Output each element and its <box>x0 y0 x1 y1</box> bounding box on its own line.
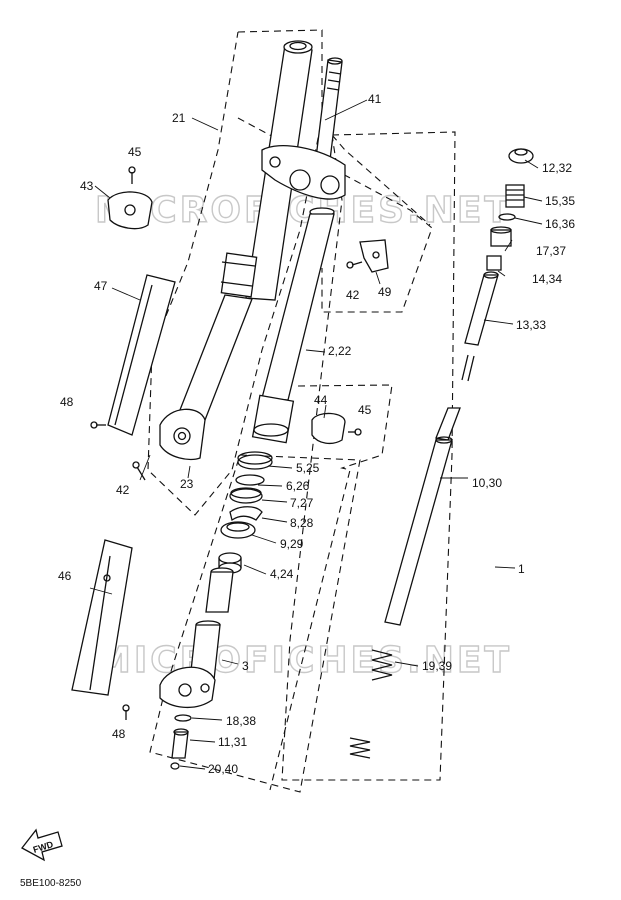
label-20: 20,40 <box>208 762 238 776</box>
label-12: 12,32 <box>542 161 572 175</box>
label-45-top: 45 <box>128 145 142 159</box>
axle-holder-3 <box>159 567 234 708</box>
label-15: 15,35 <box>545 194 575 208</box>
label-42-top: 42 <box>346 288 360 302</box>
label-13: 13,33 <box>516 318 546 332</box>
watermark-top: MICROFICHES.NET <box>95 190 512 231</box>
label-7: 7,27 <box>290 496 314 510</box>
label-43: 43 <box>80 179 94 193</box>
group-boundaries <box>147 29 456 793</box>
label-4: 4,24 <box>270 567 294 581</box>
label-23: 23 <box>180 477 194 491</box>
upper-bracket <box>261 144 346 200</box>
label-5: 5,25 <box>296 461 320 475</box>
bracket-49 <box>359 239 389 273</box>
label-8: 8,28 <box>290 516 314 530</box>
boundary-outer-tube-group <box>147 29 323 516</box>
label-44: 44 <box>314 393 328 407</box>
guard-47 <box>107 274 176 436</box>
label-9: 9,29 <box>280 537 304 551</box>
part-labels: 12,32 15,35 16,36 17,37 14,34 13,33 10,3… <box>58 92 575 776</box>
label-17: 17,37 <box>536 244 566 258</box>
leader-lines <box>89 99 543 770</box>
label-1: 1 <box>518 562 525 576</box>
boundary-damper-group <box>281 131 456 781</box>
label-21: 21 <box>172 111 186 125</box>
label-48-bottom: 48 <box>112 727 126 741</box>
fwd-arrow-icon: FWD <box>21 828 63 862</box>
label-46: 46 <box>58 569 72 583</box>
label-11: 11,31 <box>218 735 247 749</box>
label-2: 2,22 <box>328 344 352 358</box>
steering-stem-41 <box>315 57 343 161</box>
label-42-mid: 42 <box>116 483 130 497</box>
clamp-43 <box>107 191 153 230</box>
label-14: 14,34 <box>532 272 562 286</box>
lower-small-parts <box>170 714 192 770</box>
diagram-code: 5BE100-8250 <box>20 878 82 889</box>
boundary-bracket-group <box>237 117 433 313</box>
label-48-top: 48 <box>60 395 74 409</box>
label-19: 19,39 <box>422 659 452 673</box>
seal-stack <box>220 451 273 539</box>
label-47: 47 <box>94 279 108 293</box>
guard-46 <box>71 539 133 696</box>
label-41: 41 <box>368 92 382 106</box>
damper-assembly-1 <box>384 148 534 626</box>
label-10: 10,30 <box>472 476 502 490</box>
label-49: 49 <box>378 285 392 299</box>
bolts <box>90 166 363 720</box>
label-18: 18,38 <box>226 714 256 728</box>
spring-19 <box>349 649 393 759</box>
inner-tube-2 <box>251 207 335 444</box>
label-16: 16,36 <box>545 217 575 231</box>
boundary-inner-tube <box>149 454 361 793</box>
boundary-axle-holder <box>269 384 393 791</box>
boundary-inner-group <box>331 134 431 226</box>
label-45-mid: 45 <box>358 403 372 417</box>
clamp-44 <box>311 412 346 445</box>
label-3: 3 <box>242 659 249 673</box>
label-6: 6,26 <box>286 479 310 493</box>
